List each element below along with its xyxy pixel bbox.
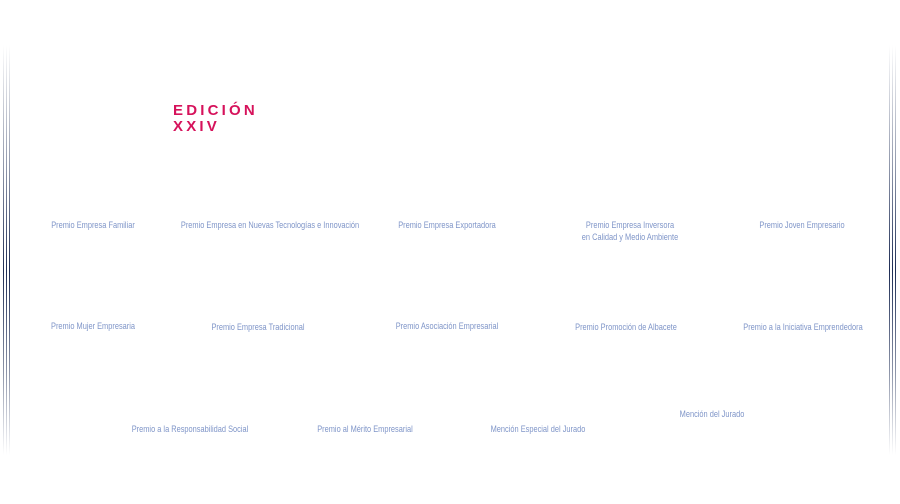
decorative-line [892, 45, 893, 455]
award-link[interactable]: Premio Mujer Empresaria [50, 321, 136, 332]
award-link[interactable]: Mención Especial del Jurado [490, 424, 586, 435]
edition-number: XXIV [173, 118, 220, 135]
award-label-line1: Premio Empresa Inversora [585, 220, 675, 231]
edition-title: EDICIÓN XXIV [173, 103, 258, 135]
award-link[interactable]: Premio Asociación Empresarial [395, 321, 499, 332]
award-link[interactable]: Premio Empresa Exportadora [398, 220, 496, 231]
decorative-line [6, 45, 7, 455]
award-link[interactable]: Premio Joven Empresario [759, 220, 845, 231]
award-link[interactable]: Premio a la Responsabilidad Social [131, 424, 249, 435]
edition-label: EDICIÓN [173, 102, 258, 119]
award-label-line2: en Calidad y Medio Ambiente [581, 232, 679, 243]
award-link[interactable]: Premio al Mérito Empresarial [317, 424, 413, 435]
award-link[interactable]: Premio Promoción de Albacete [575, 322, 677, 333]
award-link[interactable]: Premio Empresa Inversora en Calidad y Me… [582, 220, 678, 244]
award-link[interactable]: Mención del Jurado [679, 409, 745, 420]
decorative-line [889, 45, 890, 455]
award-link[interactable]: Premio Empresa Familiar [51, 220, 135, 231]
decorative-line [3, 45, 4, 455]
decorative-line [9, 45, 10, 455]
award-link[interactable]: Premio Empresa en Nuevas Tecnologías e I… [180, 220, 360, 231]
decorative-line [895, 45, 896, 455]
award-link[interactable]: Premio Empresa Tradicional [211, 322, 305, 333]
award-link[interactable]: Premio a la Iniciativa Emprendedora [743, 322, 863, 333]
